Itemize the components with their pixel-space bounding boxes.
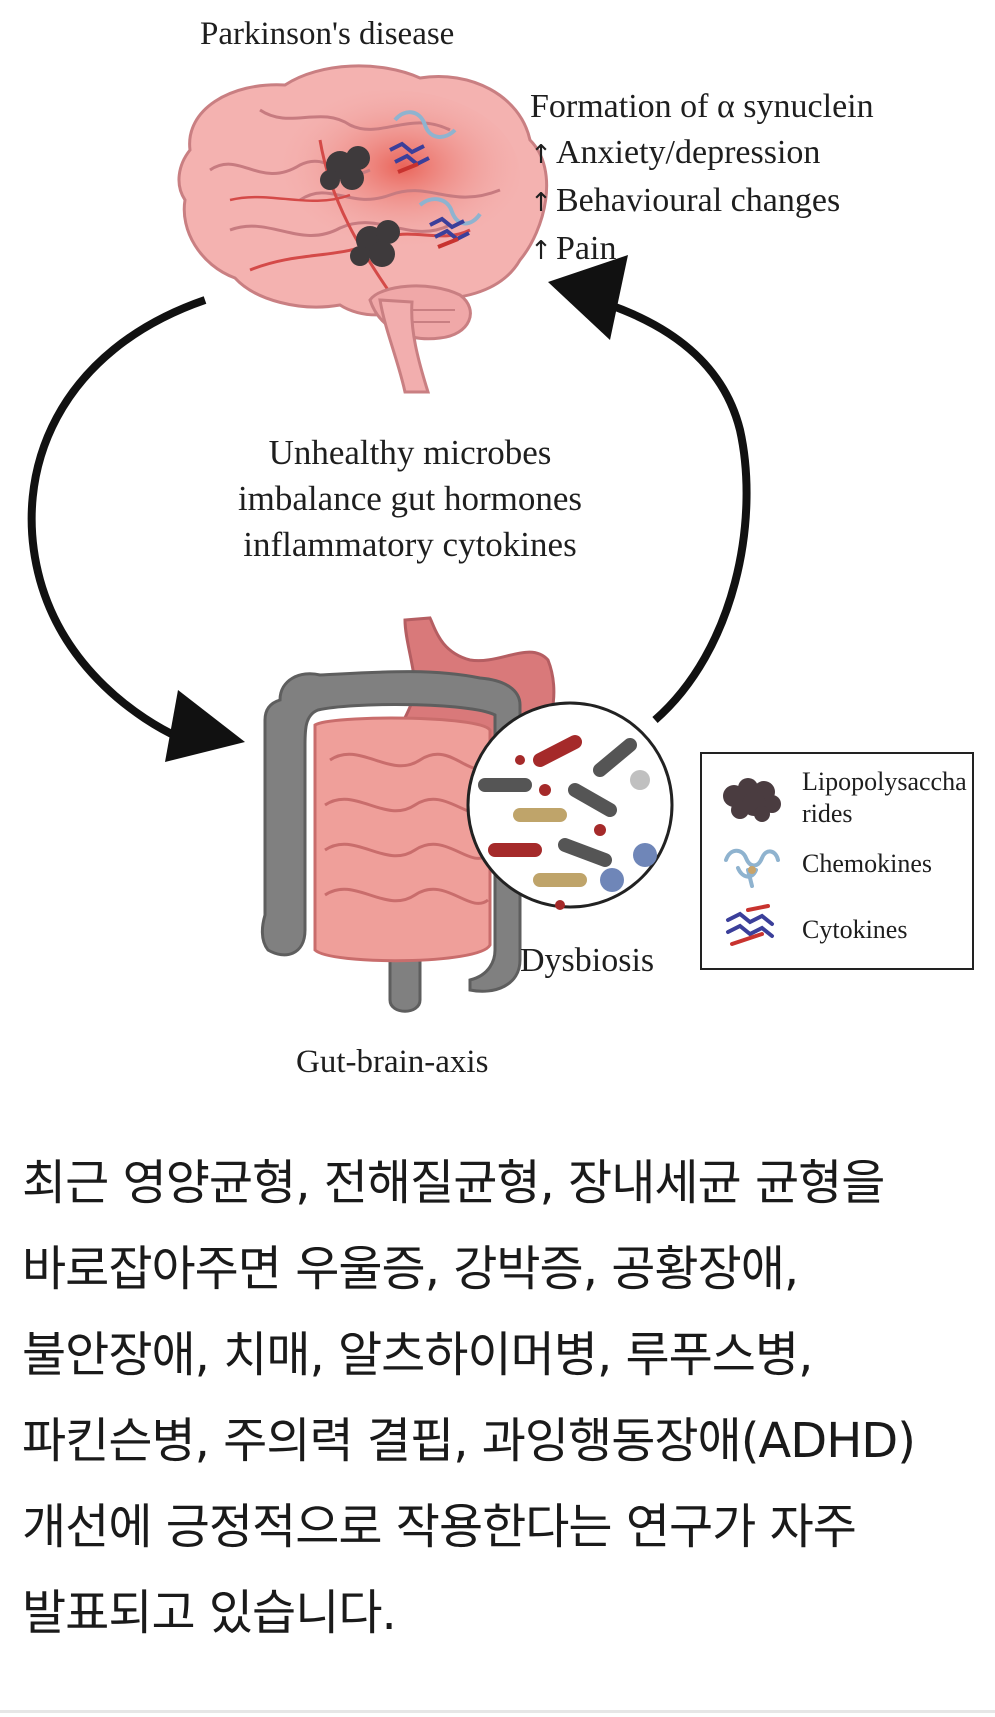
up-arrow-icon: ↑ (530, 236, 552, 266)
effect-item: ↑Anxiety/depression (530, 130, 874, 178)
dysbiosis-circle (466, 701, 674, 910)
brain-illustration (177, 64, 549, 394)
mechanism-line: Unhealthy microbes (268, 433, 552, 472)
bottom-divider (0, 1710, 995, 1713)
effects-list: Formation of α synuclein ↑Anxiety/depres… (530, 84, 874, 274)
up-arrow-icon: ↑ (530, 140, 552, 170)
diagram-title: Parkinson's disease (200, 16, 455, 52)
gut-brain-diagram: Parkinson's disease Formation of α synuc… (27, 16, 974, 1080)
legend: Lipopolysaccharides Chemokines (700, 752, 974, 970)
effect-item: ↑Pain (530, 226, 874, 274)
legend-label: Cytokines (802, 915, 908, 944)
up-arrow-icon: ↑ (530, 188, 552, 218)
mechanism-text: Unhealthy microbes imbalance gut hormone… (150, 430, 670, 568)
arrow-brain-to-gut (27, 296, 245, 762)
lipopolysaccharide-icon (723, 778, 781, 822)
gut-brain-axis-label: Gut-brain-axis (296, 1044, 489, 1080)
effect-item: ↑Behavioural changes (530, 178, 874, 226)
article-paragraph: 최근 영양균형, 전해질균형, 장내세균 균형을 바로잡아주면 우울증, 강박증… (22, 1155, 916, 1641)
chemokine-icon (724, 848, 780, 888)
legend-label: Lipopolysaccharides (802, 767, 967, 828)
legend-label: Chemokines (802, 849, 932, 878)
diagram-artwork (27, 64, 751, 1013)
cytokine-icon (726, 904, 774, 946)
mechanism-line: imbalance gut hormones (237, 479, 583, 518)
arrow-gut-to-brain (548, 255, 751, 724)
effects-heading: Formation of α synuclein (530, 88, 874, 125)
dysbiosis-label: Dysbiosis (520, 942, 655, 979)
mechanism-line: inflammatory cytokines (243, 525, 577, 564)
